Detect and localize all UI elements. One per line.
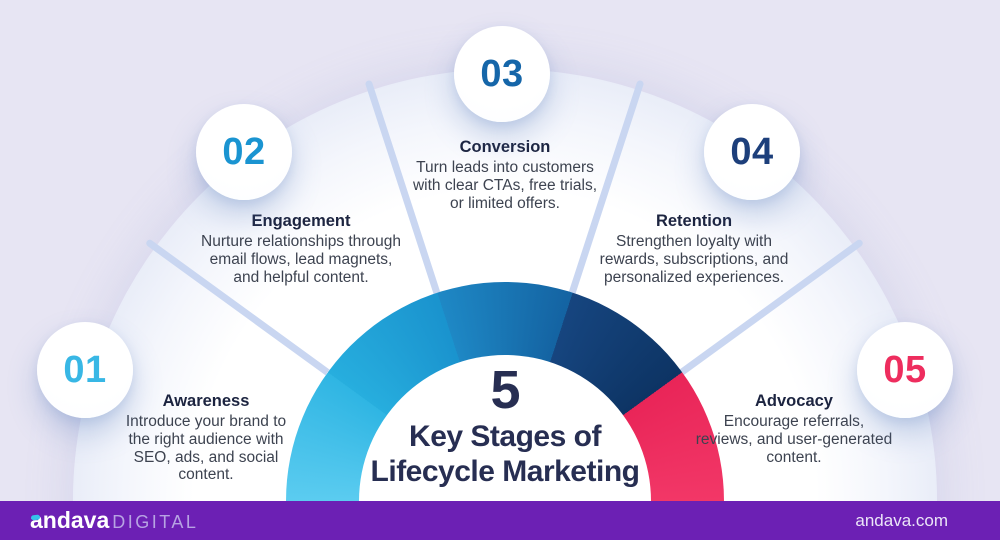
stage-name: Conversion [459,138,551,156]
stage-number-label: 04 [730,130,774,173]
stage-block-advocacy: Advocacy Encourage referrals, reviews, a… [695,392,893,466]
center-title-line2: Lifecycle Marketing [370,454,640,488]
stage-name: Awareness [162,392,250,410]
stage-number-badge-2: 02 [196,104,292,200]
stage-name: Advocacy [755,392,833,410]
stage-number-label: 03 [480,52,524,95]
brand-logo: andava DIGITAL [30,507,198,534]
stage-number-badge-3: 03 [454,26,550,122]
stage-number-label: 01 [63,348,107,391]
stage-description: Introduce your brand to the right audien… [125,413,287,484]
center-number: 5 [490,360,520,420]
center-title-line1: Key Stages of [409,420,601,453]
stage-description: Nurture relationships through email flow… [201,233,401,286]
stage-description: Strengthen loyalty with rewards, subscri… [599,233,789,286]
stage-description: Encourage referrals, reviews, and user-g… [695,413,893,466]
stage-name: Engagement [251,212,351,230]
stage-block-conversion: Conversion Turn leads into customers wit… [410,138,600,212]
stage-block-awareness: Awareness Introduce your brand to the ri… [114,392,298,484]
stage-description: Turn leads into customers with clear CTA… [412,159,598,212]
stage-block-engagement: Engagement Nurture relationships through… [199,212,404,286]
footer-bar: andava DIGITAL andava.com [0,501,1000,540]
stage-number-badge-5: 05 [857,322,953,418]
stage-number-label: 05 [883,348,927,391]
stage-number-badge-1: 01 [37,322,133,418]
brand-accent-icon [30,514,41,520]
stage-block-retention: Retention Strengthen loyalty with reward… [592,212,797,286]
brand-suffix: DIGITAL [112,512,199,532]
brand-name: andava [30,507,110,533]
stage-number-label: 02 [222,130,266,173]
stage-name: Retention [655,212,733,230]
website-url: andava.com [855,510,948,530]
stage-number-badge-4: 04 [704,104,800,200]
